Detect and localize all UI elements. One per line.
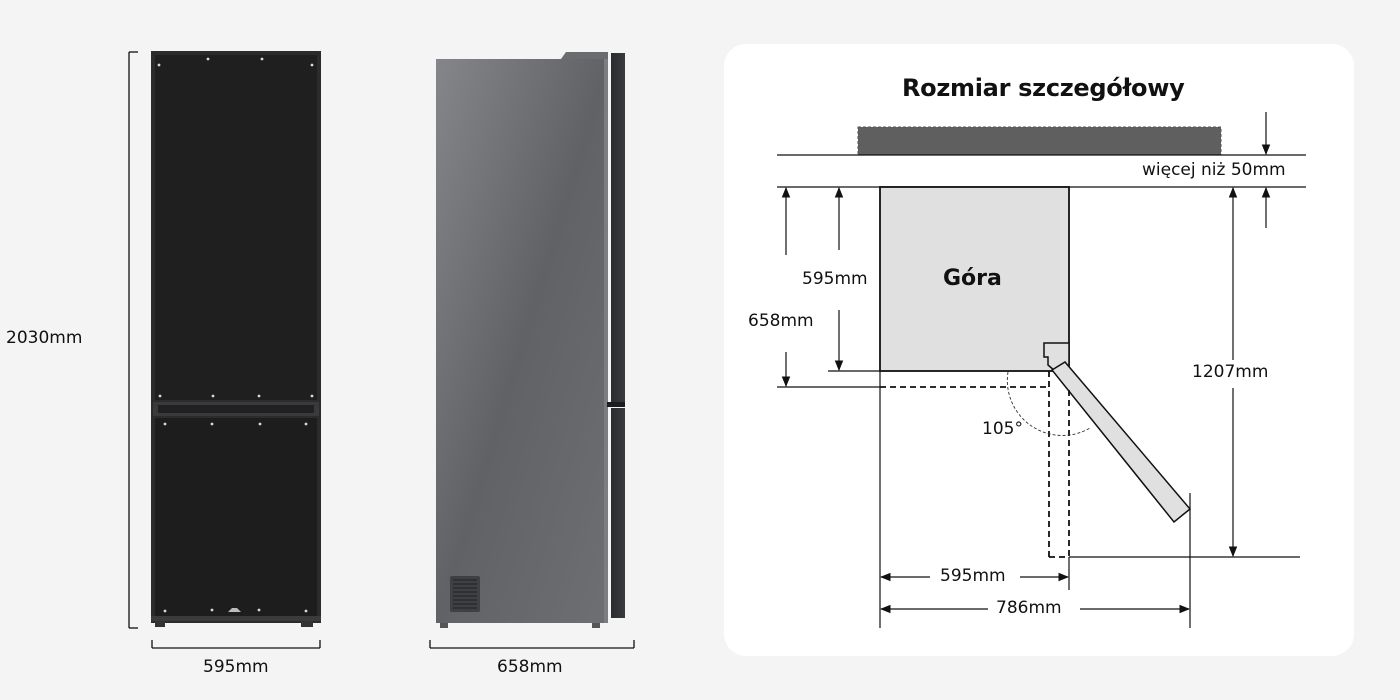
- fridge-side-view: [436, 52, 625, 628]
- front-width-label: 595mm: [203, 657, 269, 677]
- front-height-label: 2030mm: [6, 328, 83, 348]
- clearance-label: więcej niż 50mm: [1142, 160, 1286, 180]
- fridge-front-view: [151, 51, 321, 627]
- fridge-body-top: [879, 186, 1070, 372]
- body-depth-label: 595mm: [802, 269, 868, 289]
- total-depth-label: 658mm: [748, 311, 814, 331]
- front-height-dimension: [128, 51, 138, 629]
- open-door: [1050, 361, 1192, 524]
- front-width-dimension: [151, 640, 321, 649]
- open-width-label: 786mm: [996, 598, 1062, 618]
- top-view-label: Góra: [943, 266, 1002, 291]
- width-label: 595mm: [940, 566, 1006, 586]
- door-angle-label: 105°: [982, 419, 1023, 439]
- side-depth-dimension: [429, 640, 635, 649]
- open-depth-label: 1207mm: [1192, 362, 1269, 382]
- side-depth-label: 658mm: [497, 657, 563, 677]
- detail-title: Rozmiar szczegółowy: [902, 74, 1185, 102]
- wall-block: [857, 126, 1222, 156]
